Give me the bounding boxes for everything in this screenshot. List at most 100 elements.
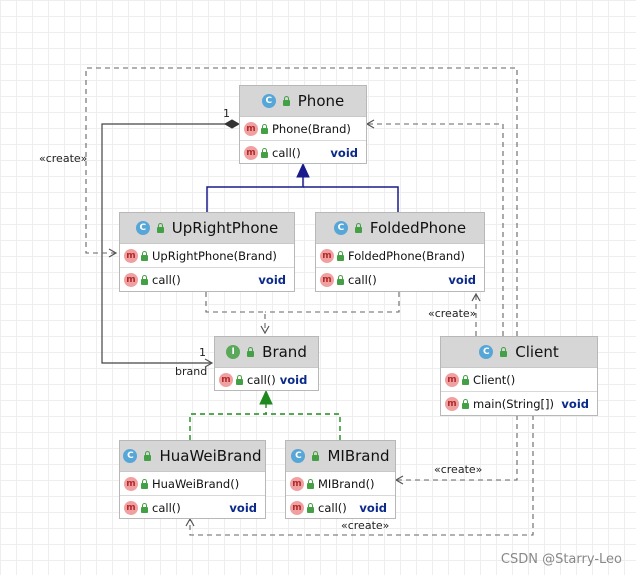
class-name: Client (515, 343, 559, 361)
method-signature: call() (348, 272, 377, 287)
method-row[interactable]: m Client() (441, 368, 597, 392)
public-lock-icon (337, 274, 344, 285)
method-icon: m (320, 272, 334, 287)
method-return-type: void (561, 396, 589, 411)
public-lock-icon (141, 478, 148, 489)
class-name: UpRightPhone (171, 219, 279, 237)
class-icon: C (135, 221, 150, 235)
method-signature: MIBrand() (318, 476, 375, 491)
method-row[interactable]: m call() void (240, 141, 366, 164)
public-lock-icon (337, 250, 344, 261)
method-signature: HuaWeiBrand() (152, 476, 240, 491)
create-client-phone (85, 67, 518, 336)
multiplicity-brand: 1 (199, 346, 206, 359)
method-signature: call() (318, 500, 347, 515)
inherit-folded-phone (303, 186, 399, 212)
method-signature: main(String[]) (473, 396, 554, 411)
method-icon: m (244, 121, 258, 136)
method-return-type: void (448, 272, 476, 287)
inherit-upright-phone (206, 173, 304, 212)
method-signature: call() (152, 272, 181, 287)
class-mi-brand[interactable]: C MIBrand m MIBrand() m call() void (285, 440, 396, 519)
create-label-folded: «create» (428, 307, 477, 320)
method-row[interactable]: m UpRightPhone(Brand) (120, 244, 294, 268)
method-icon: m (124, 272, 138, 287)
create-label-huawei: «create» (341, 519, 390, 532)
role-label-brand: brand (175, 365, 208, 378)
method-signature: call() (247, 372, 276, 387)
create-label-mi: «create» (434, 463, 483, 476)
realize-mi-brand (266, 413, 341, 440)
public-lock-icon (156, 223, 164, 233)
class-icon: C (123, 449, 138, 463)
public-lock-icon (307, 502, 314, 513)
method-icon: m (290, 476, 304, 491)
public-lock-icon (247, 347, 255, 357)
method-row[interactable]: m call() void (120, 496, 265, 519)
class-header: C UpRightPhone (120, 213, 294, 244)
method-return-type: void (258, 272, 286, 287)
interface-icon: I (226, 345, 241, 359)
class-name: FoldedPhone (369, 219, 467, 237)
class-name: Phone (297, 92, 345, 110)
method-row[interactable]: m FoldedPhone(Brand) (316, 244, 484, 268)
class-huawei-brand[interactable]: C HuaWeiBrand m HuaWeiBrand() m call() v… (119, 440, 266, 519)
public-lock-icon (141, 274, 148, 285)
class-header: I Brand (215, 337, 318, 368)
method-icon: m (290, 500, 304, 515)
class-header: C Phone (240, 86, 366, 117)
public-lock-icon (261, 147, 268, 158)
public-lock-icon (141, 250, 148, 261)
method-icon: m (320, 248, 334, 263)
method-row[interactable]: m MIBrand() (286, 472, 395, 496)
method-row[interactable]: m call() void (215, 368, 318, 391)
method-row[interactable]: m HuaWeiBrand() (120, 472, 265, 496)
method-row[interactable]: m Phone(Brand) (240, 117, 366, 141)
public-lock-icon (141, 502, 148, 513)
method-icon: m (445, 396, 459, 411)
class-header: C HuaWeiBrand (120, 441, 265, 472)
create-client-mi (394, 415, 518, 485)
method-signature: Client() (473, 372, 516, 387)
public-lock-icon (312, 451, 320, 461)
method-signature: FoldedPhone(Brand) (348, 248, 465, 263)
method-signature: call() (152, 500, 181, 515)
method-row[interactable]: m call() void (316, 268, 484, 291)
public-lock-icon (354, 223, 362, 233)
inherit-arrowhead (296, 162, 310, 178)
create-client-phone-2 (365, 119, 504, 336)
multiplicity-phone: 1 (223, 107, 230, 120)
method-return-type: void (229, 500, 257, 515)
create-client-huawei (185, 415, 534, 536)
method-icon: m (445, 372, 459, 387)
method-row[interactable]: m call() void (286, 496, 395, 519)
method-signature: call() (272, 145, 301, 160)
public-lock-icon (144, 451, 152, 461)
interface-brand[interactable]: I Brand m call() void (214, 336, 319, 391)
public-lock-icon (282, 96, 290, 106)
dep-folded-brand (265, 292, 400, 313)
method-row[interactable]: m call() void (120, 268, 294, 291)
realize-huawei-brand (189, 402, 267, 440)
method-return-type: void (279, 372, 308, 387)
class-upright-phone[interactable]: C UpRightPhone m UpRightPhone(Brand) m c… (119, 212, 295, 292)
public-lock-icon (307, 478, 314, 489)
create-label-upright: «create» (39, 152, 88, 165)
public-lock-icon (462, 398, 469, 409)
method-return-type: void (359, 500, 387, 515)
class-header: C FoldedPhone (316, 213, 484, 244)
class-header: C MIBrand (286, 441, 395, 472)
class-name: MIBrand (327, 447, 390, 465)
method-return-type: void (330, 145, 358, 160)
class-icon: C (333, 221, 348, 235)
aggregation-phone-brand (101, 123, 232, 368)
class-icon: C (291, 449, 306, 463)
method-icon: m (124, 500, 138, 515)
public-lock-icon (261, 123, 268, 134)
class-name: Brand (262, 343, 307, 361)
class-folded-phone[interactable]: C FoldedPhone m FoldedPhone(Brand) m cal… (315, 212, 485, 292)
method-row[interactable]: m main(String[]) void (441, 392, 597, 415)
class-phone[interactable]: C Phone m Phone(Brand) m call() void (239, 85, 367, 164)
class-client[interactable]: C Client m Client() m main(String[]) voi… (440, 336, 598, 416)
